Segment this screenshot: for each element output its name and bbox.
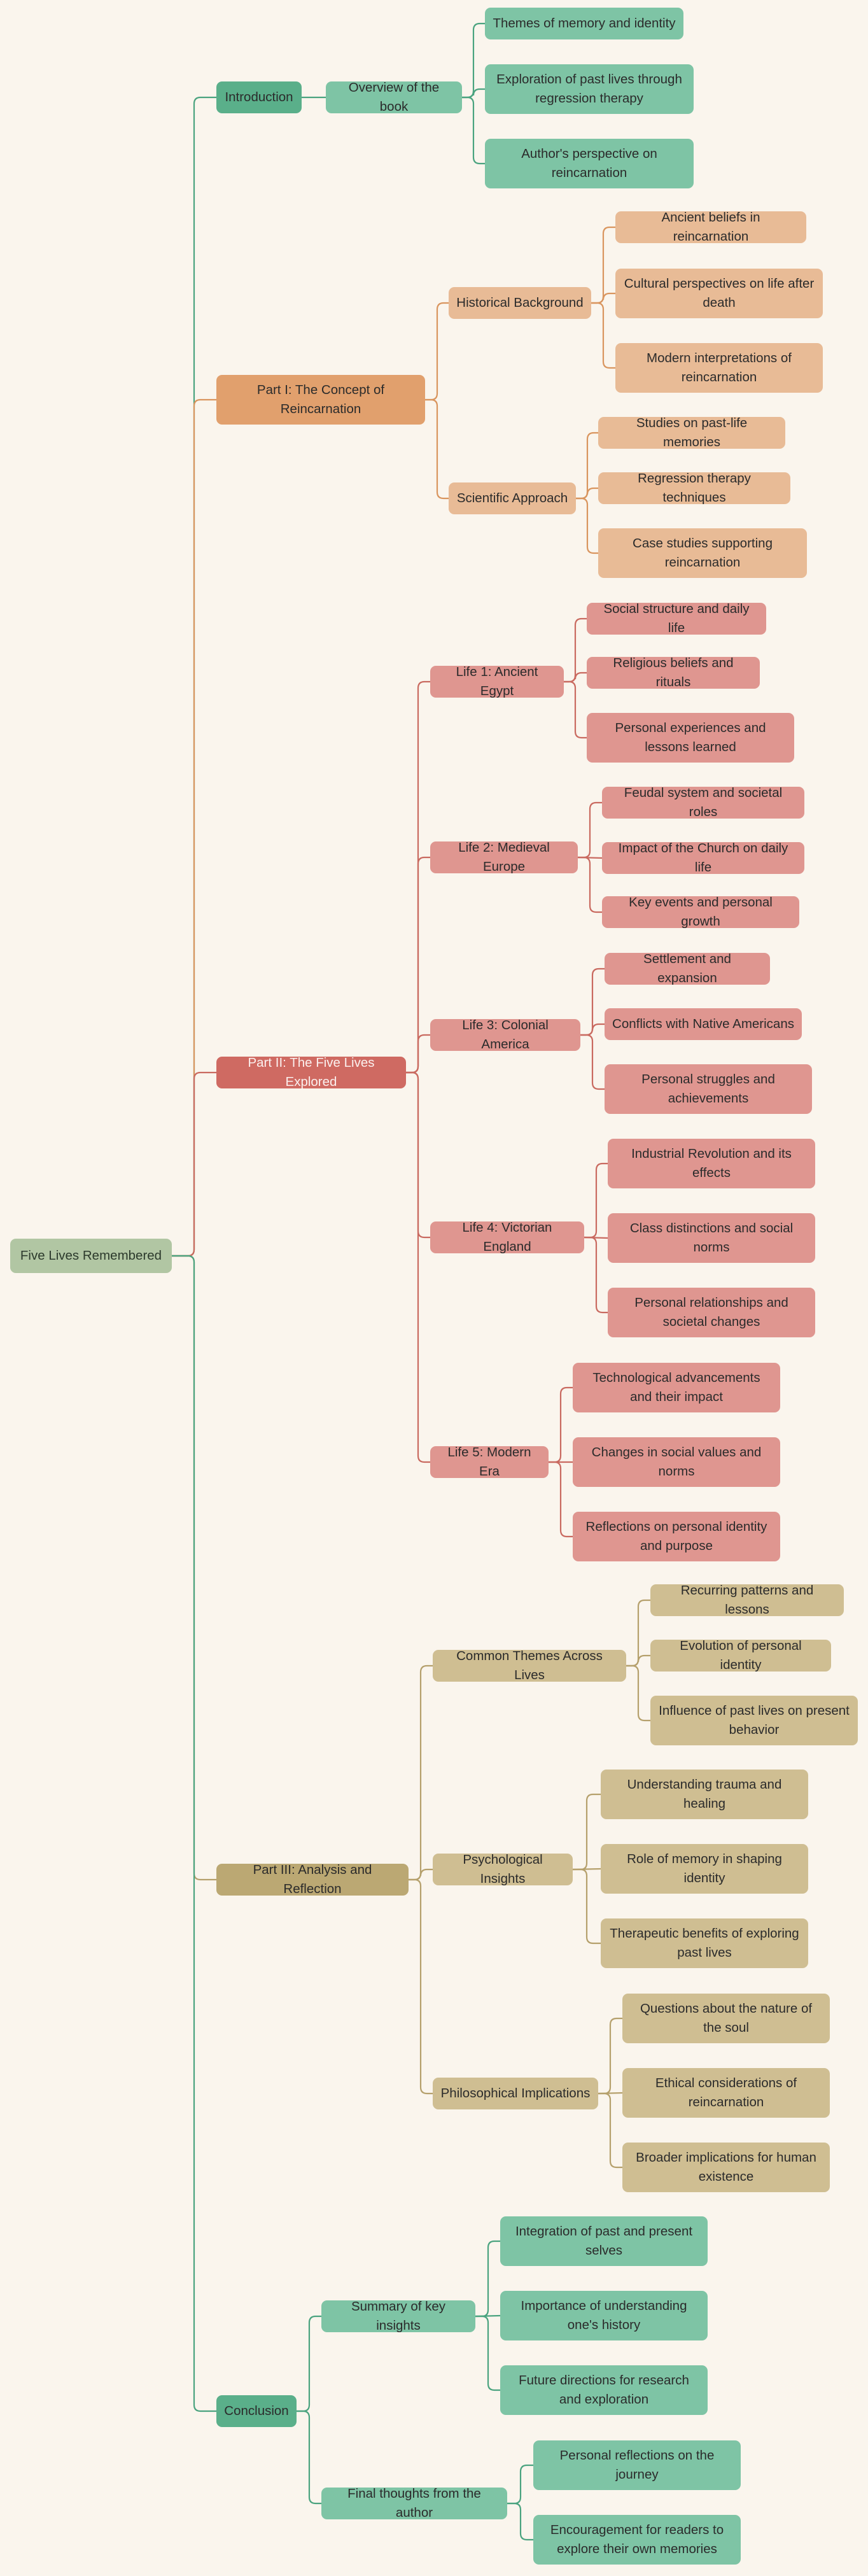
- connector-line: [475, 2315, 500, 2391]
- connector-line: [425, 398, 449, 500]
- topic-node-life-5: Life 5: Modern Era: [430, 1445, 549, 1479]
- topic-node-life-1: Life 1: Ancient Egypt: [430, 665, 564, 698]
- leaf-node: Questions about the nature of the soul: [622, 1994, 830, 2043]
- connector-line: [591, 226, 615, 304]
- leaf-node: Evolution of personal identity: [650, 1638, 831, 1672]
- leaf-node: Personal reflections on the journey: [533, 2440, 741, 2490]
- connector-line: [564, 680, 587, 739]
- leaf-node: Modern interpretations of reincarnation: [615, 343, 823, 393]
- leaf-node: Class distinctions and social norms: [608, 1213, 815, 1263]
- leaf-node: Ethical considerations of reincarnation: [622, 2068, 830, 2118]
- connector-line: [462, 22, 485, 99]
- leaf-node: Personal relationships and societal chan…: [608, 1288, 815, 1337]
- connector-line: [172, 1255, 216, 2412]
- leaf-node: Personal experiences and lessons learned: [587, 713, 794, 763]
- connector-line: [578, 801, 602, 859]
- connector-line: [409, 1665, 433, 1881]
- leaf-node: Influence of past lives on present behav…: [650, 1696, 858, 1745]
- connector-line: [406, 1034, 430, 1074]
- leaf-node: Cultural perspectives on life after deat…: [615, 269, 823, 318]
- section-node-part-1: Part I: The Concept of Reincarnation: [216, 375, 425, 425]
- section-node-part-2: Part II: The Five Lives Explored: [216, 1055, 406, 1089]
- leaf-node: Key events and personal growth: [602, 895, 799, 929]
- leaf-node: Personal struggles and achievements: [605, 1064, 812, 1114]
- connector-line: [598, 2092, 622, 2169]
- leaf-node: Changes in social values and norms: [573, 1437, 780, 1487]
- leaf-node: Case studies supporting reincarnation: [598, 528, 807, 578]
- leaf-node: Ancient beliefs in reincarnation: [615, 210, 806, 244]
- connector-line: [297, 2315, 321, 2412]
- leaf-node: Reflections on personal identity and pur…: [573, 1512, 780, 1561]
- leaf-node: Importance of understanding one's histor…: [500, 2291, 708, 2340]
- topic-node-philosophical-implications: Philosophical Implications: [433, 2078, 598, 2109]
- leaf-node: Feudal system and societal roles: [602, 785, 804, 819]
- topic-node-scientific-approach: Scientific Approach: [449, 482, 576, 514]
- connector-line: [406, 1071, 430, 1463]
- connector-line: [584, 1162, 608, 1239]
- leaf-node: Author's perspective on reincarnation: [485, 139, 694, 188]
- topic-node-life-4: Life 4: Victorian England: [430, 1220, 584, 1254]
- leaf-node: Studies on past-life memories: [598, 416, 785, 449]
- connector-line: [475, 2240, 500, 2318]
- connector-line: [576, 497, 598, 554]
- connector-line: [409, 1878, 433, 2095]
- connector-line: [584, 1236, 608, 1314]
- leaf-node: Industrial Revolution and its effects: [608, 1139, 815, 1188]
- connector-line: [425, 302, 449, 401]
- root-node: Five Lives Remembered: [10, 1239, 172, 1273]
- topic-node-final-thoughts: Final thoughts from the author: [321, 2486, 507, 2520]
- connector-line: [172, 1071, 216, 1257]
- topic-node-psychological-insights: Psychological Insights: [433, 1852, 573, 1886]
- topic-node-life-2: Life 2: Medieval Europe: [430, 840, 578, 874]
- leaf-node: Integration of past and present selves: [500, 2216, 708, 2266]
- connector-line: [573, 1868, 601, 1945]
- leaf-node: Encouragement for readers to explore the…: [533, 2515, 741, 2565]
- leaf-node: Regression therapy techniques: [598, 471, 790, 505]
- connector-line: [580, 1034, 605, 1090]
- leaf-node: Social structure and daily life: [587, 602, 766, 635]
- connector-line: [591, 302, 615, 369]
- section-node-conclusion: Conclusion: [216, 2395, 297, 2427]
- topic-node-historical-background: Historical Background: [449, 287, 591, 319]
- connector-line: [297, 2410, 321, 2505]
- connector-line: [549, 1386, 573, 1463]
- topic-node-common-themes: Common Themes Across Lives: [433, 1649, 626, 1682]
- leaf-node: Settlement and expansion: [605, 952, 770, 985]
- leaf-node: Technological advancements and their imp…: [573, 1363, 780, 1412]
- connector-line: [573, 1793, 601, 1871]
- section-node-part-3: Part III: Analysis and Reflection: [216, 1862, 409, 1896]
- connector-line: [580, 968, 605, 1036]
- leaf-node: Themes of memory and identity: [485, 8, 683, 39]
- connector-line: [507, 2464, 533, 2505]
- leaf-node: Therapeutic benefits of exploring past l…: [601, 1918, 808, 1968]
- leaf-node: Religious beliefs and rituals: [587, 656, 760, 689]
- topic-node-summary: Summary of key insights: [321, 2299, 475, 2333]
- leaf-node: Conflicts with Native Americans: [605, 1008, 802, 1040]
- connector-line: [549, 1461, 573, 1538]
- connector-line: [578, 856, 602, 913]
- leaf-node: Future directions for research and explo…: [500, 2365, 708, 2415]
- leaf-node: Exploration of past lives through regres…: [485, 64, 694, 114]
- leaf-node: Impact of the Church on daily life: [602, 841, 804, 875]
- leaf-node: Broader implications for human existence: [622, 2143, 830, 2192]
- leaf-node: Role of memory in shaping identity: [601, 1844, 808, 1894]
- connector-line: [598, 2017, 622, 2095]
- leaf-node: Recurring patterns and lessons: [650, 1583, 844, 1617]
- leaf-node: Understanding trauma and healing: [601, 1770, 808, 1819]
- topic-node-life-3: Life 3: Colonial America: [430, 1018, 580, 1052]
- connector-line: [507, 2502, 533, 2541]
- connector-line: [462, 96, 485, 165]
- connector-line: [626, 1665, 650, 1722]
- section-node-introduction: Introduction: [216, 81, 302, 113]
- topic-node-overview: Overview of the book: [326, 80, 462, 114]
